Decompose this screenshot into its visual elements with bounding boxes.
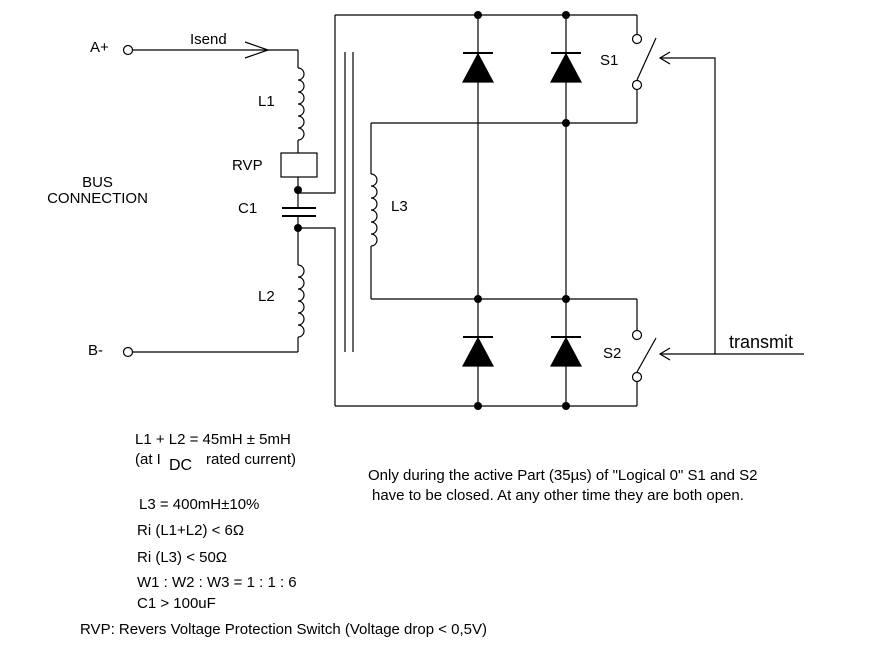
terminal-a-plus bbox=[122, 44, 134, 56]
inductor-l1 bbox=[297, 67, 305, 141]
spec-c1: C1 > 100uF bbox=[137, 595, 216, 612]
bus-label-line2: CONNECTION bbox=[47, 190, 148, 207]
junction-dot bbox=[294, 186, 302, 194]
s2-contact-top bbox=[631, 329, 643, 341]
spec-rated-current: rated current) bbox=[206, 451, 297, 468]
bus-label-line1: BUS bbox=[82, 174, 113, 191]
isend-arrow bbox=[244, 41, 270, 59]
l1-label: L1 bbox=[258, 93, 275, 110]
s2-label: S2 bbox=[603, 345, 622, 362]
junction-dot bbox=[562, 119, 570, 127]
l3-label: L3 bbox=[391, 198, 408, 215]
s2-blade bbox=[636, 337, 657, 373]
bus-connection-label: BUS CONNECTION bbox=[40, 175, 155, 207]
spec-ri-l3: Ri (L3) < 50Ω bbox=[137, 548, 227, 568]
rvp-box bbox=[280, 152, 318, 178]
spec-rvp-note: RVP: Revers Voltage Protection Switch (V… bbox=[80, 621, 488, 638]
spec-dc-subscript: DC bbox=[169, 457, 193, 474]
wire-node-top-to-primary bbox=[298, 15, 336, 194]
diode-d3 bbox=[461, 336, 495, 367]
l2-label: L2 bbox=[258, 288, 275, 305]
s2-control-arrow bbox=[658, 347, 671, 361]
spec-ri-l1l2-prefix: Ri (L1+L2) bbox=[137, 522, 212, 539]
diode-d4 bbox=[549, 336, 583, 367]
isend-label: Isend bbox=[190, 31, 227, 48]
junction-dot bbox=[562, 11, 570, 19]
junction-dot bbox=[474, 295, 482, 303]
s2-contact-bottom bbox=[631, 371, 643, 383]
spec-ri-l3-value: < 50Ω bbox=[186, 549, 228, 566]
transmit-label: transmit bbox=[729, 332, 794, 352]
spec-ri-l1l2: Ri (L1+L2) < 6Ω bbox=[137, 521, 244, 541]
wire-node-bottom-to-primary bbox=[298, 227, 336, 406]
transmit-line bbox=[660, 57, 804, 355]
c1-label: C1 bbox=[238, 200, 258, 217]
inductor-l2 bbox=[297, 264, 305, 338]
note-line2: have to be closed. At any other time the… bbox=[372, 487, 744, 504]
spec-l3: L3 = 400mH±10% bbox=[139, 496, 260, 513]
terminal-label-a-plus: A+ bbox=[90, 39, 109, 56]
junction-dot bbox=[294, 224, 302, 232]
s1-control-arrow bbox=[658, 51, 671, 65]
diode-d2 bbox=[549, 52, 583, 83]
junction-dot bbox=[474, 11, 482, 19]
s1-label: S1 bbox=[600, 52, 619, 69]
s1-blade bbox=[636, 37, 657, 81]
s1-contact-top bbox=[631, 33, 643, 45]
s1-contact-bottom bbox=[631, 79, 643, 91]
terminal-b-minus bbox=[122, 346, 134, 358]
diode-d1 bbox=[461, 52, 495, 83]
terminal-label-b-minus: B- bbox=[88, 342, 103, 359]
junction-dot bbox=[562, 295, 570, 303]
junction-dot bbox=[562, 402, 570, 410]
spec-at-i: (at I bbox=[135, 451, 161, 468]
inductor-l3 bbox=[370, 173, 378, 247]
junction-dot bbox=[474, 402, 482, 410]
spec-ri-l3-prefix: Ri (L3) bbox=[137, 549, 187, 566]
rvp-label: RVP bbox=[232, 157, 263, 174]
note-line1: Only during the active Part (35µs) of "L… bbox=[368, 467, 758, 484]
spec-ri-l1l2-value: < 6Ω bbox=[211, 522, 245, 539]
spec-l1-l2: L1 + L2 = 45mH ± 5mH bbox=[135, 431, 291, 448]
spec-windings: W1 : W2 : W3 = 1 : 1 : 6 bbox=[137, 574, 297, 591]
